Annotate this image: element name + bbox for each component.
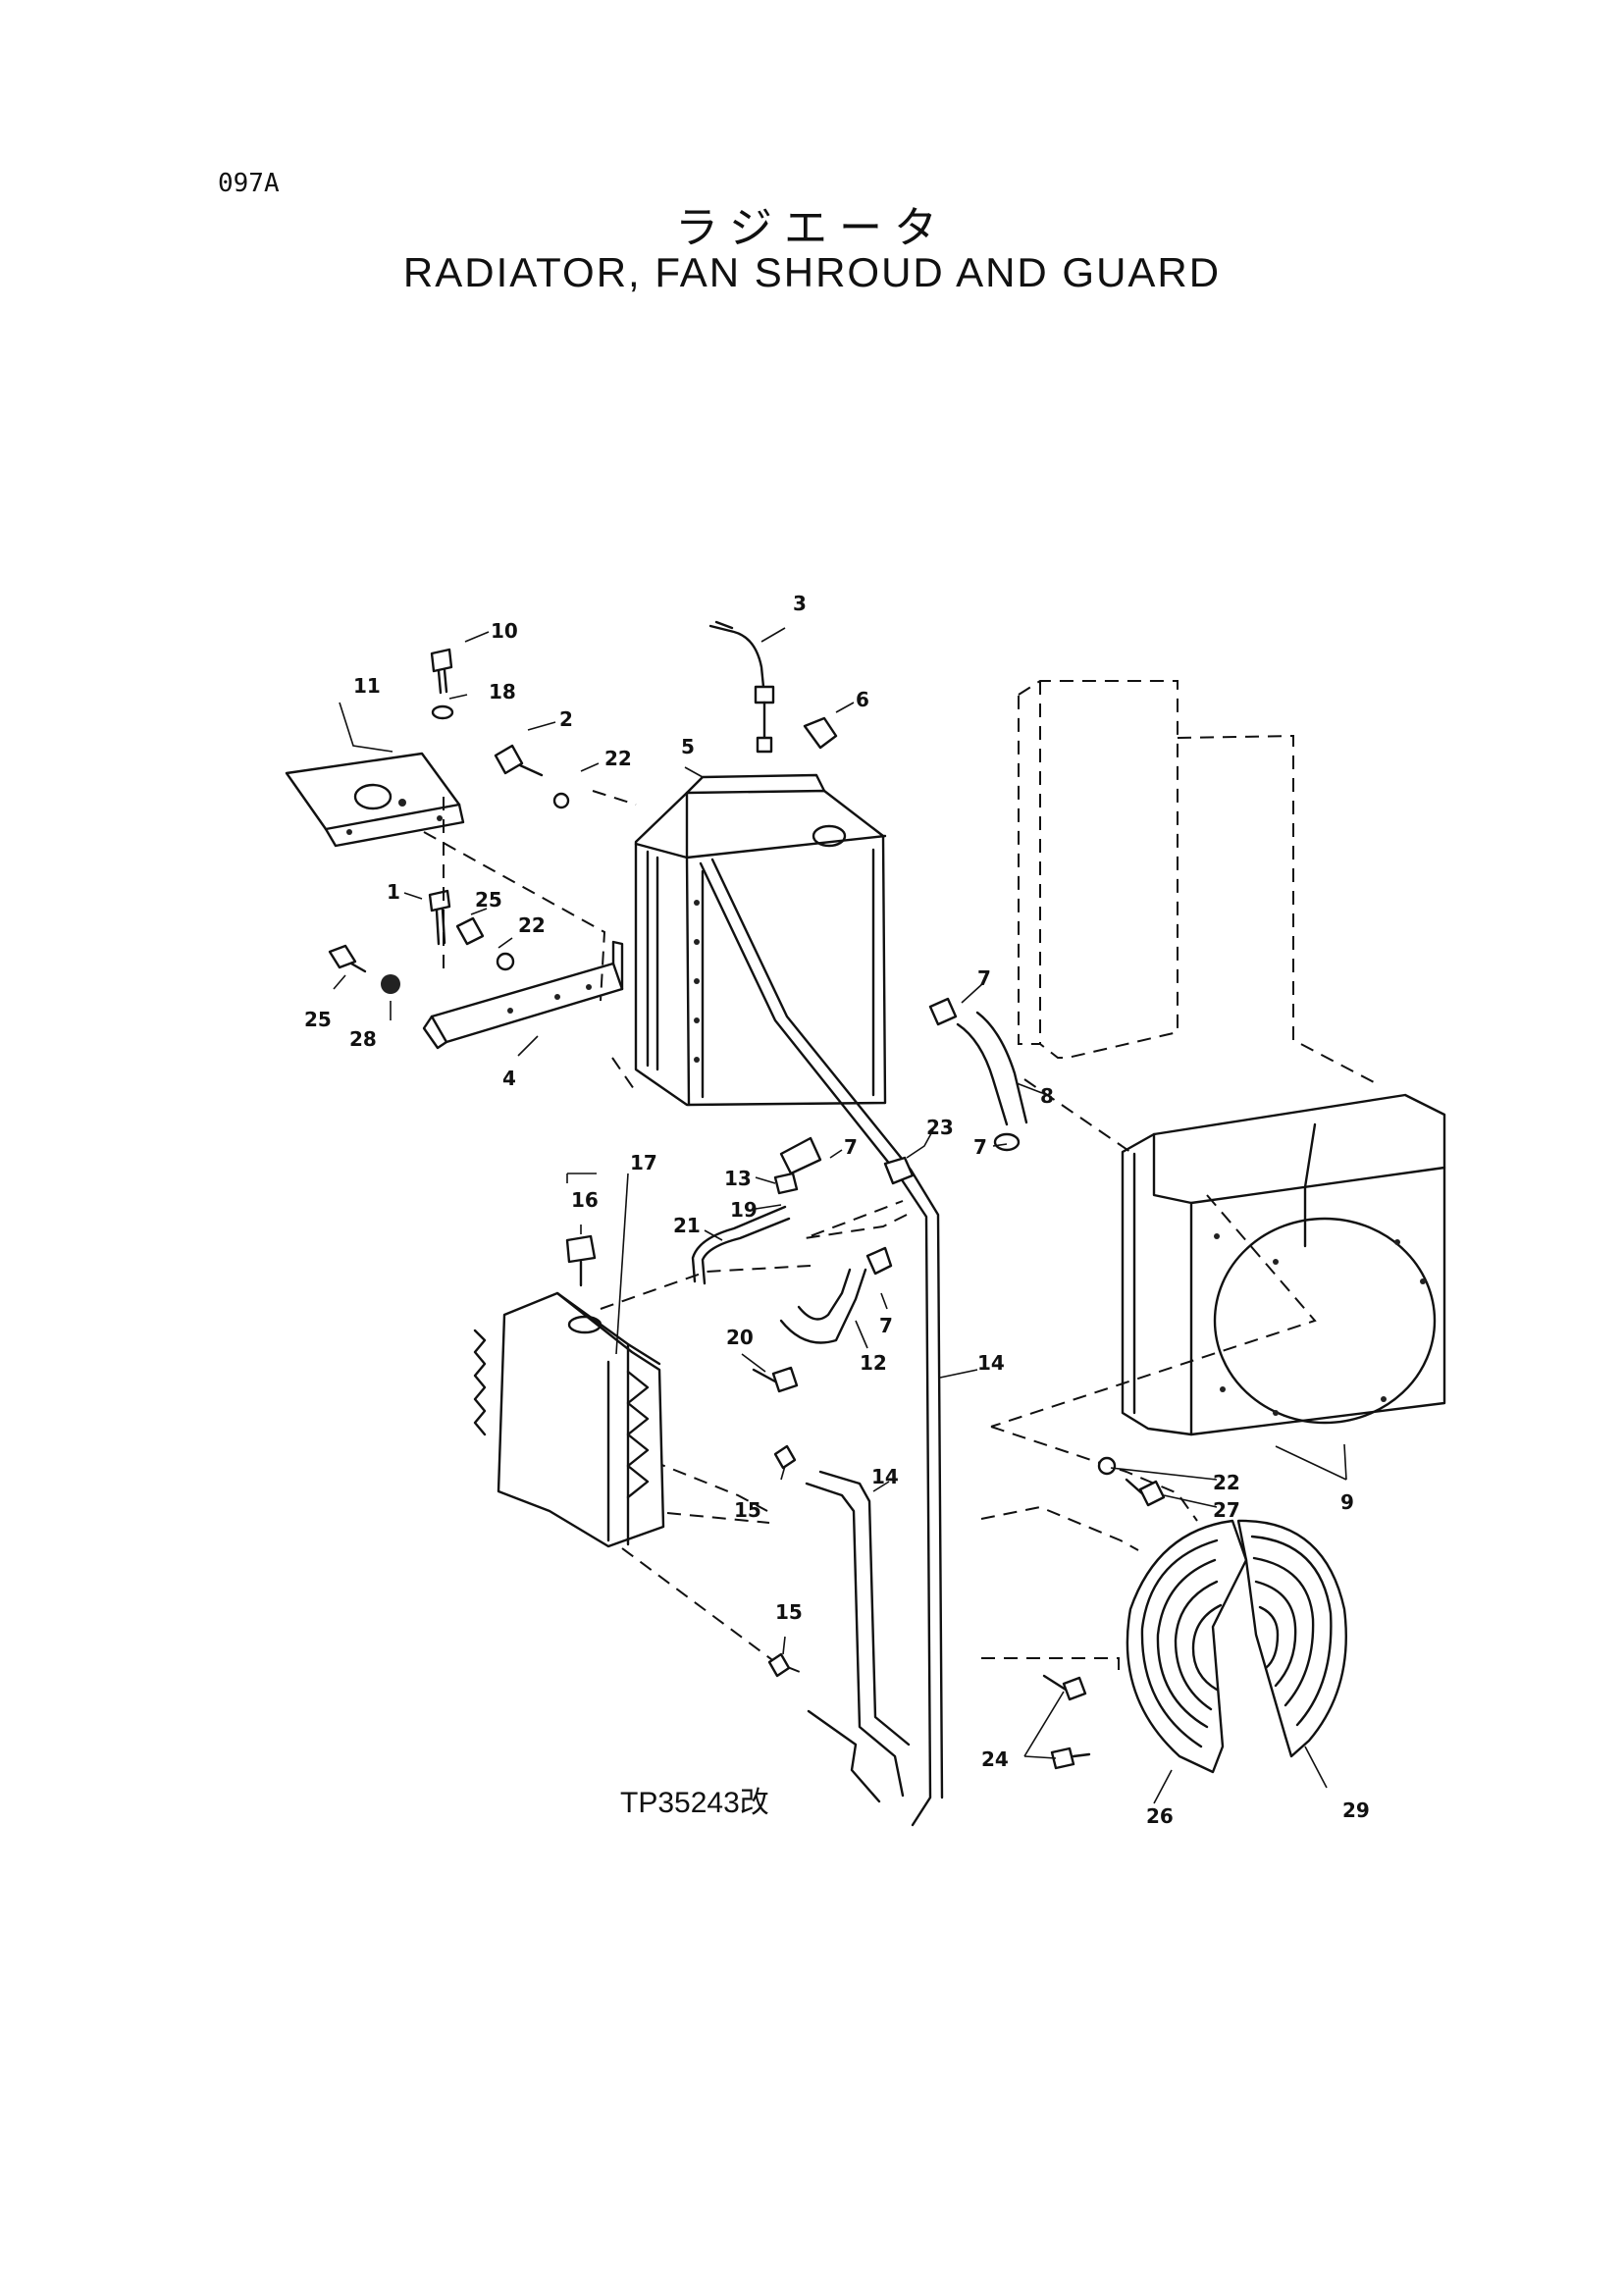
callout-15-lower: 15: [775, 1600, 803, 1624]
callout-labels: 10 11 18 2 22 5 3 6 1 25 22 25 28 4 7 8 …: [304, 592, 1370, 1828]
pipe-fitting-part-19: [779, 1136, 822, 1175]
title-japanese: ラジエータ: [674, 203, 950, 253]
callout-18: 18: [489, 680, 516, 704]
clamp-part-23: [883, 1156, 915, 1185]
hose-part-12: [779, 1268, 867, 1344]
cap-part-28: [381, 974, 400, 994]
plug-part-22-middle: [496, 952, 515, 971]
callout-23: 23: [926, 1116, 954, 1139]
callout-7-right: 7: [973, 1135, 987, 1159]
upper-hose-part-8: [956, 1011, 1028, 1126]
clamp-part-7-upper: [928, 997, 958, 1026]
elbow-fitting-part-2: [494, 744, 544, 777]
reserve-tank-part-17: [473, 1291, 665, 1548]
callout-22-lower: 22: [1213, 1471, 1240, 1494]
callout-8: 8: [1040, 1084, 1054, 1108]
callout-3: 3: [793, 592, 807, 615]
callout-11: 11: [353, 674, 381, 698]
sensor-part-3: [708, 620, 775, 754]
fitting-part-13: [773, 1172, 799, 1195]
callout-14-left: 14: [871, 1465, 899, 1488]
fan-shroud-part-9: [1121, 1093, 1446, 1436]
callout-28: 28: [349, 1027, 377, 1051]
callout-2: 2: [559, 707, 573, 731]
callout-22-middle: 22: [518, 913, 546, 937]
plug-part-22-lower: [1097, 1456, 1117, 1476]
callout-6: 6: [856, 688, 869, 711]
callout-25-upper: 25: [475, 888, 502, 912]
callout-29: 29: [1342, 1799, 1370, 1822]
radiator-core-dashed: [1018, 680, 1179, 1059]
callout-7-middle: 7: [844, 1135, 858, 1159]
washer-part-18: [431, 704, 454, 720]
hose-part-14-left: [805, 1470, 911, 1803]
bolt-part-1: [428, 889, 451, 946]
callout-27: 27: [1213, 1498, 1240, 1522]
radiator-part-5: [634, 773, 887, 1107]
callout-16: 16: [571, 1188, 599, 1212]
lower-bracket-part-4: [422, 940, 624, 1050]
callout-7-lower: 7: [879, 1314, 893, 1337]
bolt-part-24-upper: [1042, 1674, 1087, 1701]
callout-9: 9: [1340, 1490, 1354, 1514]
callout-24: 24: [981, 1747, 1009, 1771]
callout-19: 19: [730, 1198, 758, 1222]
callout-26: 26: [1146, 1804, 1174, 1828]
leader-lines: [333, 627, 1347, 1804]
callout-22-top: 22: [604, 747, 632, 770]
fitting-part-25-upper: [455, 916, 485, 946]
clamp-part-15-upper: [773, 1444, 797, 1470]
fitting-part-25-lower: [328, 944, 367, 973]
callout-10: 10: [491, 619, 518, 643]
callout-13: 13: [724, 1167, 752, 1190]
callout-4: 4: [502, 1067, 516, 1090]
plug-part-22-top: [552, 792, 570, 809]
drawing-code: TP35243改: [620, 1787, 769, 1819]
callout-7-upper: 7: [977, 966, 991, 990]
tank-cap-part-16: [565, 1234, 597, 1287]
callout-15-upper: 15: [734, 1498, 761, 1522]
callout-17: 17: [630, 1151, 657, 1174]
fitting-part-20: [752, 1366, 799, 1393]
callout-21: 21: [673, 1214, 701, 1237]
fan-guard-part-26: [1126, 1519, 1248, 1774]
bolt-part-10: [430, 648, 453, 695]
page-code: 097A: [218, 169, 280, 198]
clamp-part-15-lower: [767, 1652, 791, 1678]
bolt-part-24-lower: [1050, 1747, 1091, 1770]
callout-5: 5: [681, 735, 695, 758]
hose-part-21: [691, 1205, 791, 1285]
callout-20: 20: [726, 1326, 754, 1349]
callout-1: 1: [387, 880, 400, 904]
callout-25-lower: 25: [304, 1008, 332, 1031]
bracket-plate-part-11: [285, 752, 465, 848]
title-english: RADIATOR, FAN SHROUD AND GUARD: [402, 249, 1222, 295]
clamp-part-7-lower: [993, 1132, 1021, 1152]
cap-part-6: [803, 716, 838, 750]
callout-12: 12: [860, 1351, 887, 1375]
fan-guard-part-29: [1236, 1519, 1347, 1758]
callout-14-right: 14: [977, 1351, 1005, 1375]
bolt-part-27: [1125, 1478, 1166, 1507]
clamp-part-7-hose: [865, 1246, 893, 1276]
